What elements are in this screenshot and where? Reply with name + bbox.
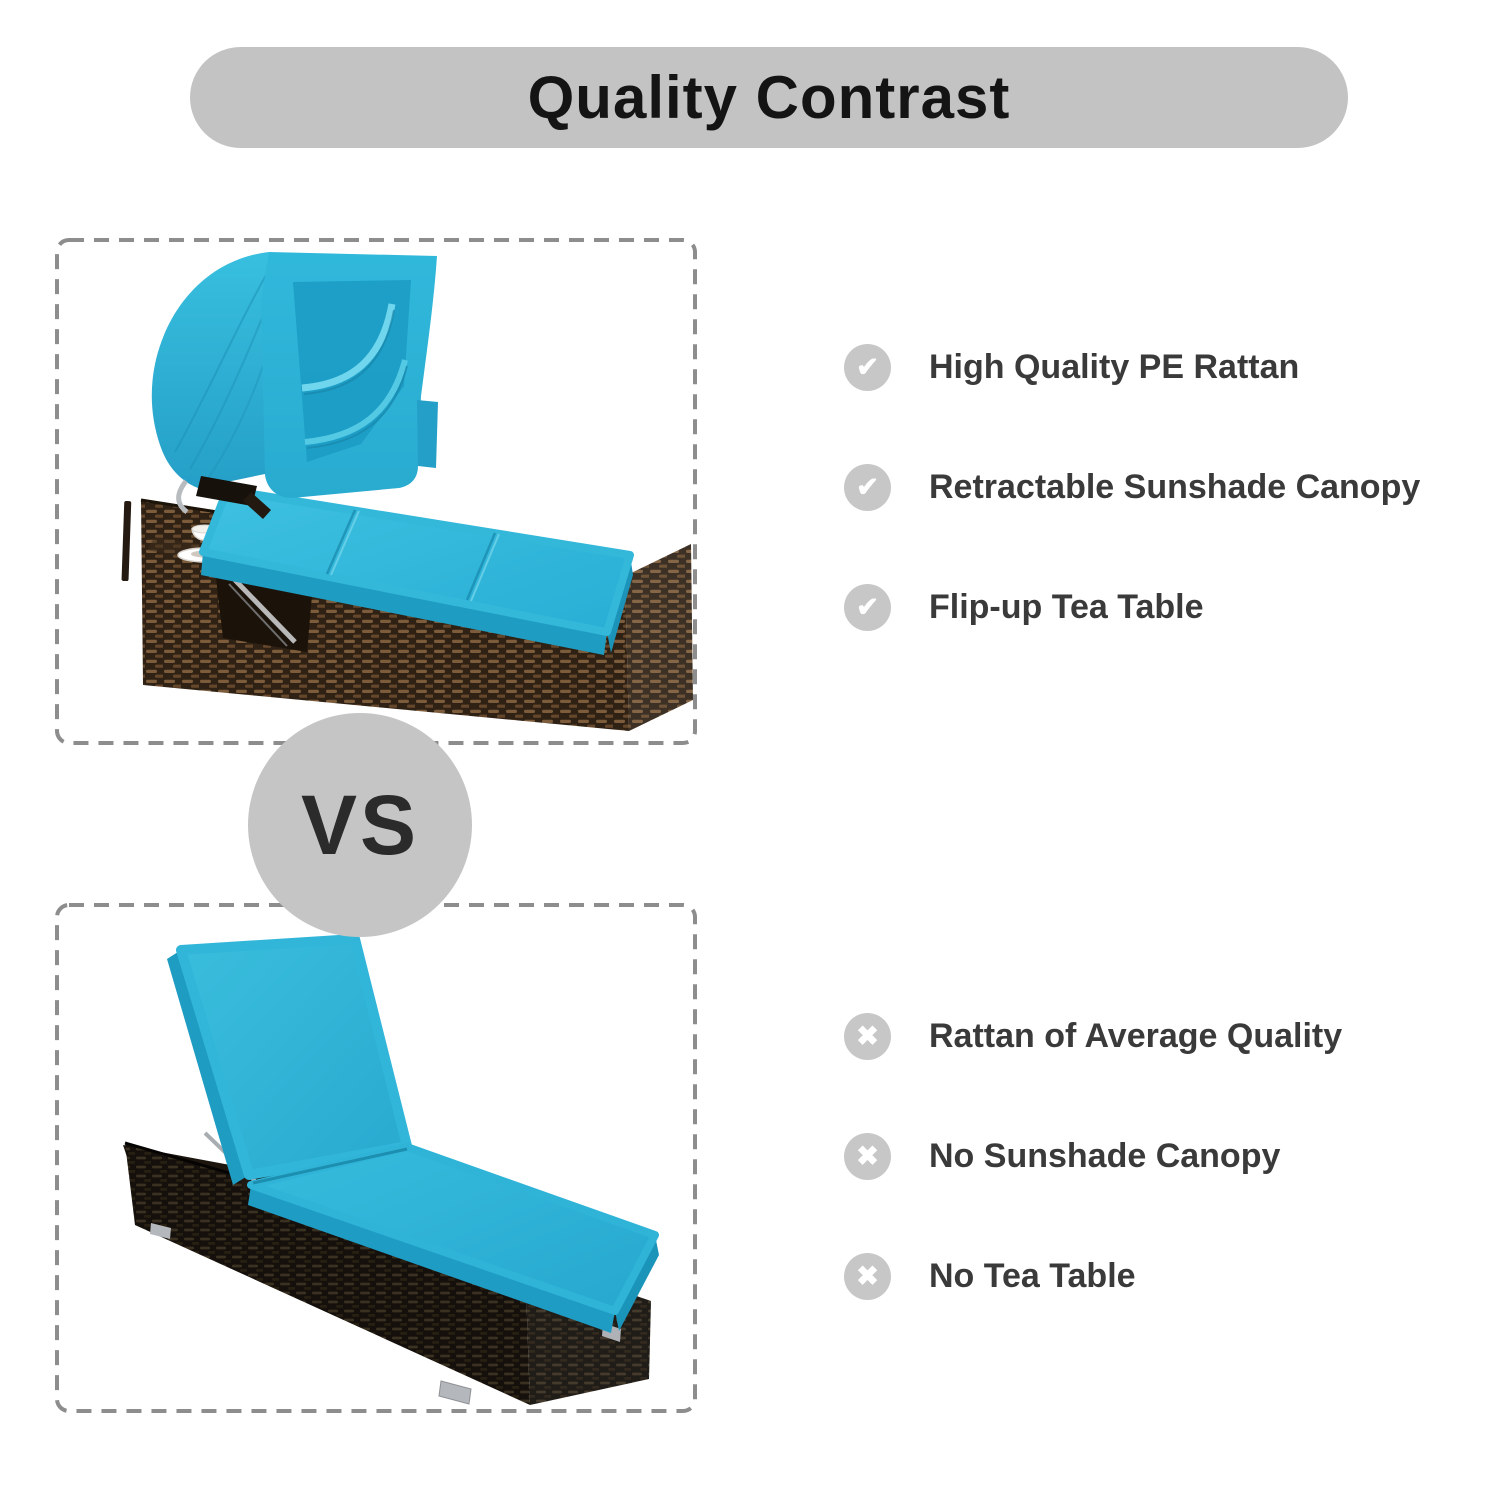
sunshade-canopy <box>151 252 438 498</box>
list-item: ✖ No Tea Table <box>844 1252 1342 1300</box>
cross-icon: ✖ <box>844 1012 891 1060</box>
feature-label: Flip-up Tea Table <box>929 587 1204 626</box>
list-item: ✖ No Sunshade Canopy <box>844 1132 1342 1180</box>
cross-icon: ✖ <box>844 1132 891 1180</box>
pros-list: ✔ High Quality PE Rattan ✔ Retractable S… <box>844 343 1420 631</box>
cons-list: ✖ Rattan of Average Quality ✖ No Sunshad… <box>844 1012 1342 1300</box>
vs-badge: VS <box>248 713 472 937</box>
top-product-box <box>55 238 697 745</box>
check-icon: ✔ <box>844 463 891 511</box>
list-item: ✖ Rattan of Average Quality <box>844 1012 1342 1060</box>
list-item: ✔ High Quality PE Rattan <box>844 343 1420 391</box>
chair-feet <box>150 1223 621 1405</box>
title-banner: Quality Contrast <box>190 47 1348 148</box>
bottom-product-box <box>55 903 697 1413</box>
hinge-hardware <box>176 476 271 519</box>
feature-label: High Quality PE Rattan <box>929 347 1300 386</box>
check-icon: ✔ <box>844 583 891 631</box>
list-item: ✔ Retractable Sunshade Canopy <box>844 463 1420 511</box>
product-photo-canopy-lounge <box>55 238 697 745</box>
check-icon: ✔ <box>844 343 891 391</box>
table-leaf-stick <box>121 500 132 582</box>
feature-label: Rattan of Average Quality <box>929 1016 1343 1055</box>
page-title: Quality Contrast <box>527 64 1011 131</box>
cross-icon: ✖ <box>844 1252 891 1300</box>
feature-label: No Sunshade Canopy <box>929 1136 1281 1175</box>
seat-cushion <box>247 1143 659 1333</box>
vs-label: VS <box>300 777 420 872</box>
list-item: ✔ Flip-up Tea Table <box>844 583 1420 631</box>
product-photo-basic-lounge <box>55 903 697 1413</box>
feature-label: Retractable Sunshade Canopy <box>929 467 1421 506</box>
lounge-cushion <box>199 486 634 655</box>
feature-label: No Tea Table <box>929 1256 1136 1295</box>
backrest-cushion <box>167 934 412 1185</box>
